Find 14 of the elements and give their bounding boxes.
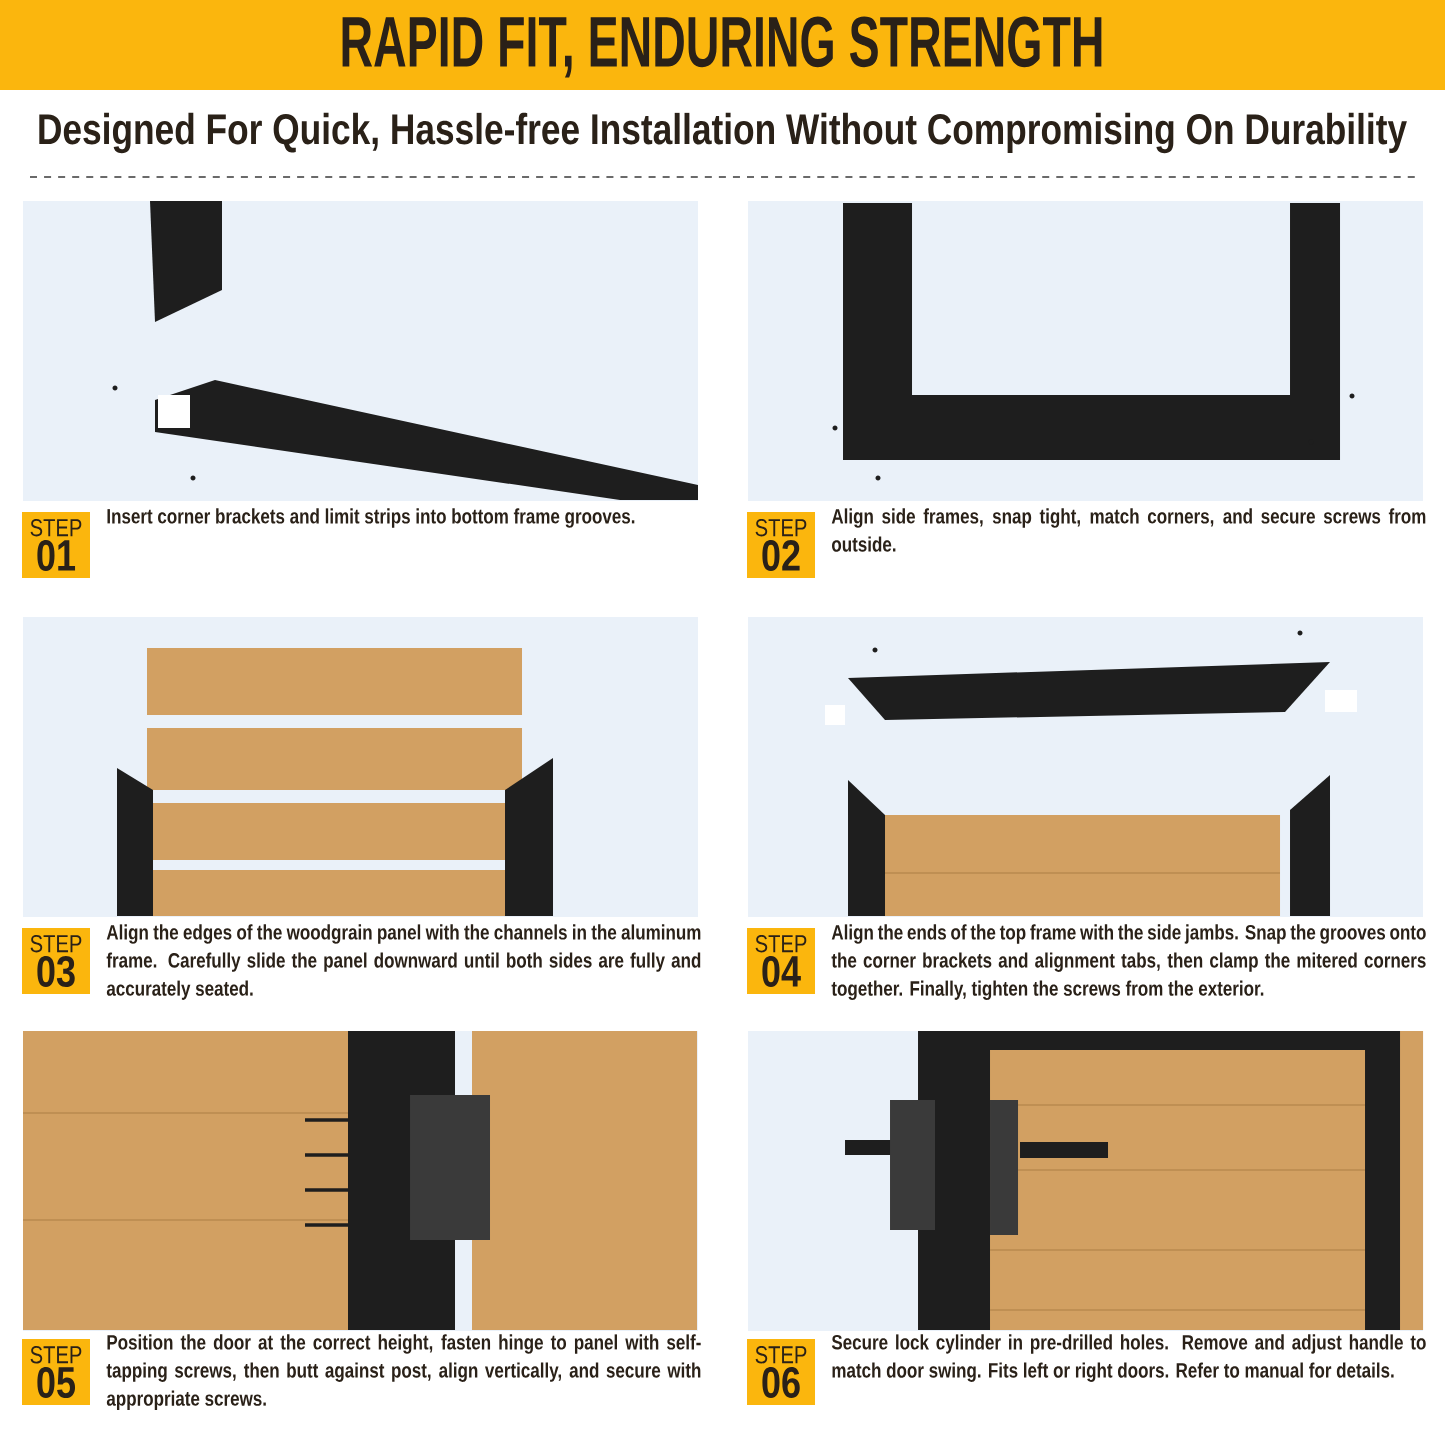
step-badge: STEP 04 <box>747 928 815 994</box>
step-badge: STEP 03 <box>22 928 90 994</box>
title-banner: RAPID FIT, ENDURING STRENGTH <box>0 0 1445 90</box>
step-description: Align the ends of the top frame with the side jambs. Snap the grooves onto the corner brackets and alignment tabs, then clamp the mitered corners together. Finally, tighten the screws from the exterior. <box>831 924 1426 1000</box>
step-description: Secure lock cylinder in pre-drilled holes. Remove and adjust handle to match door swing. Fits left or right doors. Refer to manual for details. <box>831 1334 1426 1382</box>
step-badge: STEP 06 <box>747 1339 815 1405</box>
step-description: Position the door at the correct height, fasten hinge to panel with self-tapping screws, then butt against post, align vertically, and secure with appropriate screws. <box>106 1334 701 1410</box>
step-badge: STEP 01 <box>22 512 90 578</box>
step-description: Align side frames, snap tight, match corners, and secure screws from outside. <box>831 508 1426 552</box>
step-description: Insert corner brackets and limit strips into bottom frame grooves. <box>107 508 635 528</box>
step-badge: STEP 02 <box>747 512 815 578</box>
subtitle: Designed For Quick, Hassle-free Installation Without Compromising On Durability <box>39 112 1407 154</box>
step-badge: STEP 05 <box>22 1339 90 1405</box>
step-description: Align the edges of the woodgrain panel with the channels in the aluminum frame. Carefully slide the panel downward until both sides are fully and accurately seated. <box>106 924 701 1000</box>
